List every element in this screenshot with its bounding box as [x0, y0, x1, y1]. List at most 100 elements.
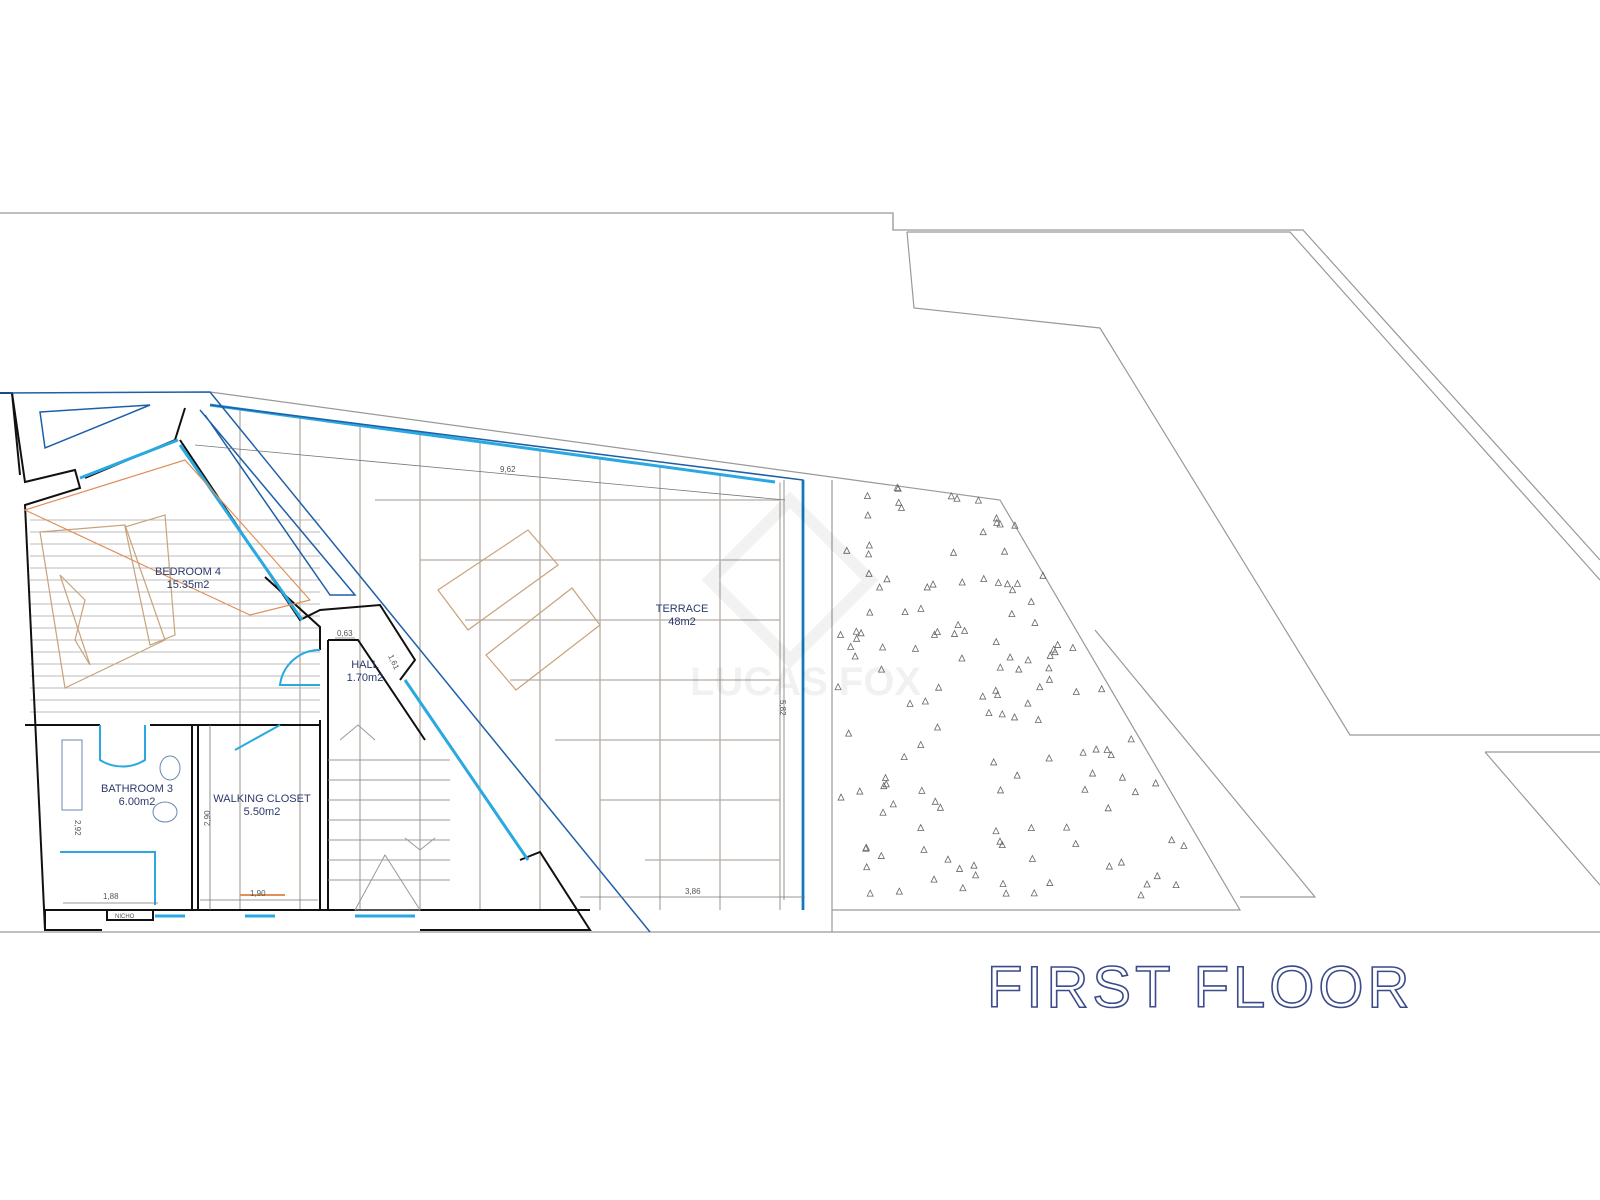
gravel-mark — [1079, 748, 1087, 756]
gravel-mark — [1039, 571, 1047, 579]
staircase — [328, 724, 450, 911]
gravel-mark — [1092, 745, 1100, 753]
gravel-mark — [934, 683, 943, 691]
gravel-mark — [918, 786, 926, 794]
gravel-mark — [1054, 640, 1062, 648]
gravel-mark — [993, 518, 1001, 526]
gravel-mark — [999, 879, 1007, 887]
gravel-mark — [979, 692, 987, 700]
gravel-mark — [1131, 787, 1140, 796]
gravel-mark — [897, 503, 906, 511]
gravel-mark — [955, 864, 964, 872]
gravel-mark — [992, 637, 1000, 646]
gravel-mark — [900, 752, 908, 761]
gravel-mark — [1008, 609, 1016, 618]
gravel-mark — [996, 837, 1004, 845]
floor-title: FIRST FLOOR — [987, 955, 1413, 1020]
dimension-labels: 9,62 3,86 0,63 1,61 2,90 1,90 1,88 2,92 … — [73, 465, 787, 920]
gravel-mark — [1072, 687, 1080, 695]
gravel-mark — [856, 787, 864, 795]
gravel-mark — [1002, 889, 1010, 897]
gravel-mark — [1104, 803, 1112, 812]
room-area: 48m2 — [668, 616, 696, 628]
niche-label: NICHO — [115, 914, 135, 920]
room-labels: BEDROOM 4 15.35m2 HALL 1.70m2 BATHROOM 3… — [101, 566, 708, 818]
gravel-mark — [944, 855, 952, 863]
gravel-mark — [866, 608, 874, 616]
gravel-mark — [917, 740, 925, 748]
gravel-mark — [844, 729, 853, 737]
gravel-mark — [895, 887, 903, 895]
gravel-mark — [1000, 547, 1009, 555]
dimension-lines — [63, 444, 805, 910]
gravel-mark — [863, 862, 871, 871]
gravel-mark — [1180, 841, 1188, 849]
gravel-mark — [1172, 880, 1180, 889]
gravel-mark — [1107, 750, 1115, 759]
gravel-mark — [851, 652, 859, 660]
gravel-mark — [1027, 597, 1035, 605]
gravel-mark — [901, 607, 909, 616]
gravel-mark — [865, 541, 873, 549]
gravel-mark — [834, 682, 842, 691]
gravel-mark — [1153, 871, 1161, 880]
gravel-mark — [875, 583, 884, 591]
gravel-mark — [862, 844, 870, 852]
dimension-label: 9,62 — [500, 465, 516, 474]
gravel-mark — [1006, 653, 1014, 661]
room-area: 6.00m2 — [119, 796, 156, 808]
gravel-mark — [1024, 655, 1032, 664]
gravel-mark — [1024, 699, 1032, 707]
gravel-mark — [992, 514, 1001, 522]
gravel-mark — [980, 574, 988, 582]
gravel-mark — [953, 494, 961, 502]
gravel-mark — [893, 483, 901, 491]
dimension-label: 2,92 — [73, 820, 82, 836]
bidet-icon — [159, 755, 181, 781]
dimension-label: 1,90 — [250, 889, 266, 898]
dimension-label: 0,63 — [337, 629, 353, 638]
gravel-mark — [917, 604, 925, 612]
gravel-mark — [994, 578, 1003, 586]
gravel-mark — [947, 491, 956, 500]
gravel-mark — [862, 843, 870, 851]
gravel-mark — [921, 697, 930, 705]
room-area: 5.50m2 — [244, 806, 281, 818]
gravel-mark — [1028, 854, 1037, 862]
watermark-logo: LUCAS FOX — [690, 491, 921, 704]
gravel-mark — [950, 629, 959, 637]
gravel-mark — [1013, 579, 1022, 587]
gravel-mark — [930, 875, 938, 883]
gravel-mark — [1030, 888, 1038, 897]
gravel-mark — [911, 644, 920, 652]
gravel-mark — [879, 808, 887, 816]
gravel-mark — [864, 549, 873, 558]
gravel-mark — [996, 520, 1004, 528]
gravel-mark — [933, 723, 942, 731]
gravel-mark — [1081, 785, 1089, 793]
gravel-mark — [1046, 878, 1054, 886]
bathtub-icon — [61, 739, 83, 811]
gravel-mark — [971, 870, 980, 879]
dimension-label: 1,61 — [386, 653, 401, 671]
gravel-mark — [852, 627, 860, 635]
gravel-mark — [1137, 890, 1145, 899]
gravel-mark — [866, 889, 874, 897]
terrace-outline — [0, 391, 804, 933]
gravel-mark — [958, 578, 966, 586]
gravel-mark — [920, 845, 928, 853]
gravel-mark — [1105, 862, 1114, 870]
gravel-mark — [949, 548, 958, 556]
gravel-mark — [847, 642, 855, 650]
svg-text:LUCAS FOX: LUCAS FOX — [690, 660, 921, 704]
gravel-mark — [1034, 715, 1042, 723]
gravel-mark — [1031, 618, 1039, 626]
gravel-mark — [863, 491, 872, 500]
gravel-mark — [1118, 773, 1127, 781]
gravel-mark — [1168, 835, 1176, 844]
gravel-mark — [1008, 585, 1017, 594]
dimension-label: 2,90 — [203, 810, 212, 826]
gravel-mark — [954, 620, 962, 628]
furniture — [23, 459, 601, 896]
gravel-mark — [881, 773, 890, 782]
